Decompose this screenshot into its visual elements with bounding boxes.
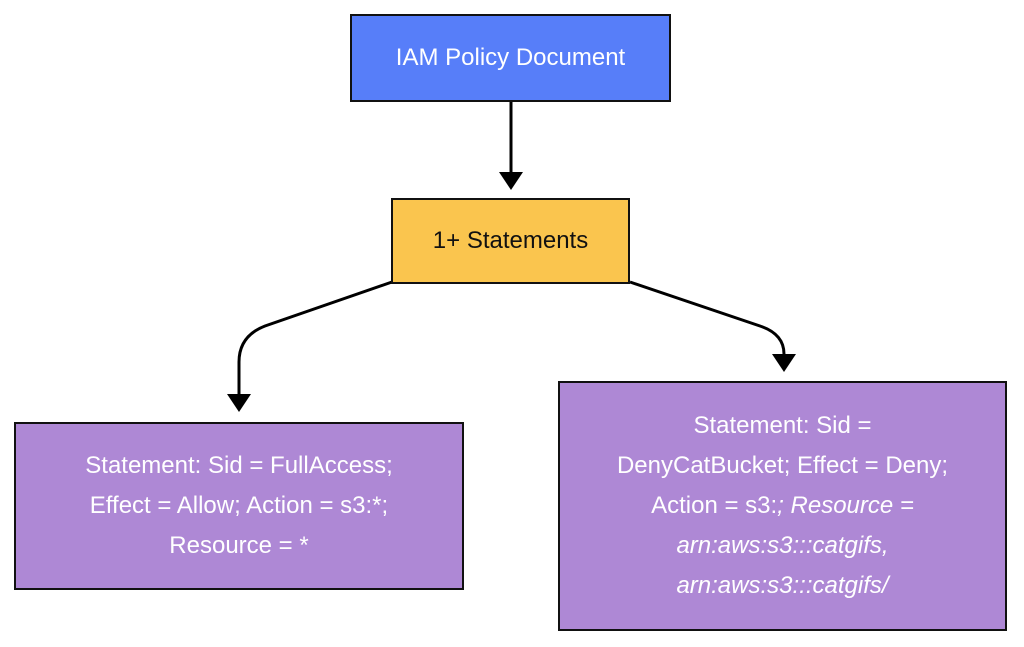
arrowhead-statements-to-full-access (227, 394, 251, 412)
full-access-line-2: Effect = Allow; Action = s3:*; (89, 492, 389, 519)
full-access-statement-node: Statement: Sid = FullAccess; Effect = Al… (14, 422, 464, 590)
deny-cat-bucket-resource-text: ; Resource = (777, 492, 914, 519)
deny-cat-bucket-statement-node: Statement: Sid = DenyCatBucket; Effect =… (558, 381, 1007, 631)
edge-statements-to-full-access (237, 280, 393, 396)
full-access-line-3: Resource = * (169, 532, 309, 559)
arrowhead-root-to-statements (499, 172, 523, 190)
deny-cat-bucket-action-text: Action = s3: (651, 492, 778, 519)
statements-label: 1+ Statements (432, 227, 589, 254)
deny-cat-bucket-line-3: Action = s3:; Resource = (651, 486, 914, 526)
deny-cat-bucket-line-5: arn:aws:s3:::catgifs/ (676, 572, 889, 599)
arrowhead-statements-to-deny-cat-bucket (772, 354, 796, 372)
edge-statements-to-deny-cat-bucket (629, 280, 786, 356)
full-access-line-1: Statement: Sid = FullAccess; (85, 452, 393, 479)
deny-cat-bucket-line-2: DenyCatBucket; Effect = Deny; (616, 452, 949, 479)
deny-cat-bucket-line-4: arn:aws:s3:::catgifs, (676, 532, 889, 559)
deny-cat-bucket-line-1: Statement: Sid = (693, 412, 872, 439)
iam-policy-document-label: IAM Policy Document (395, 44, 626, 71)
statements-node: 1+ Statements (391, 198, 630, 284)
iam-policy-document-node: IAM Policy Document (350, 14, 671, 102)
